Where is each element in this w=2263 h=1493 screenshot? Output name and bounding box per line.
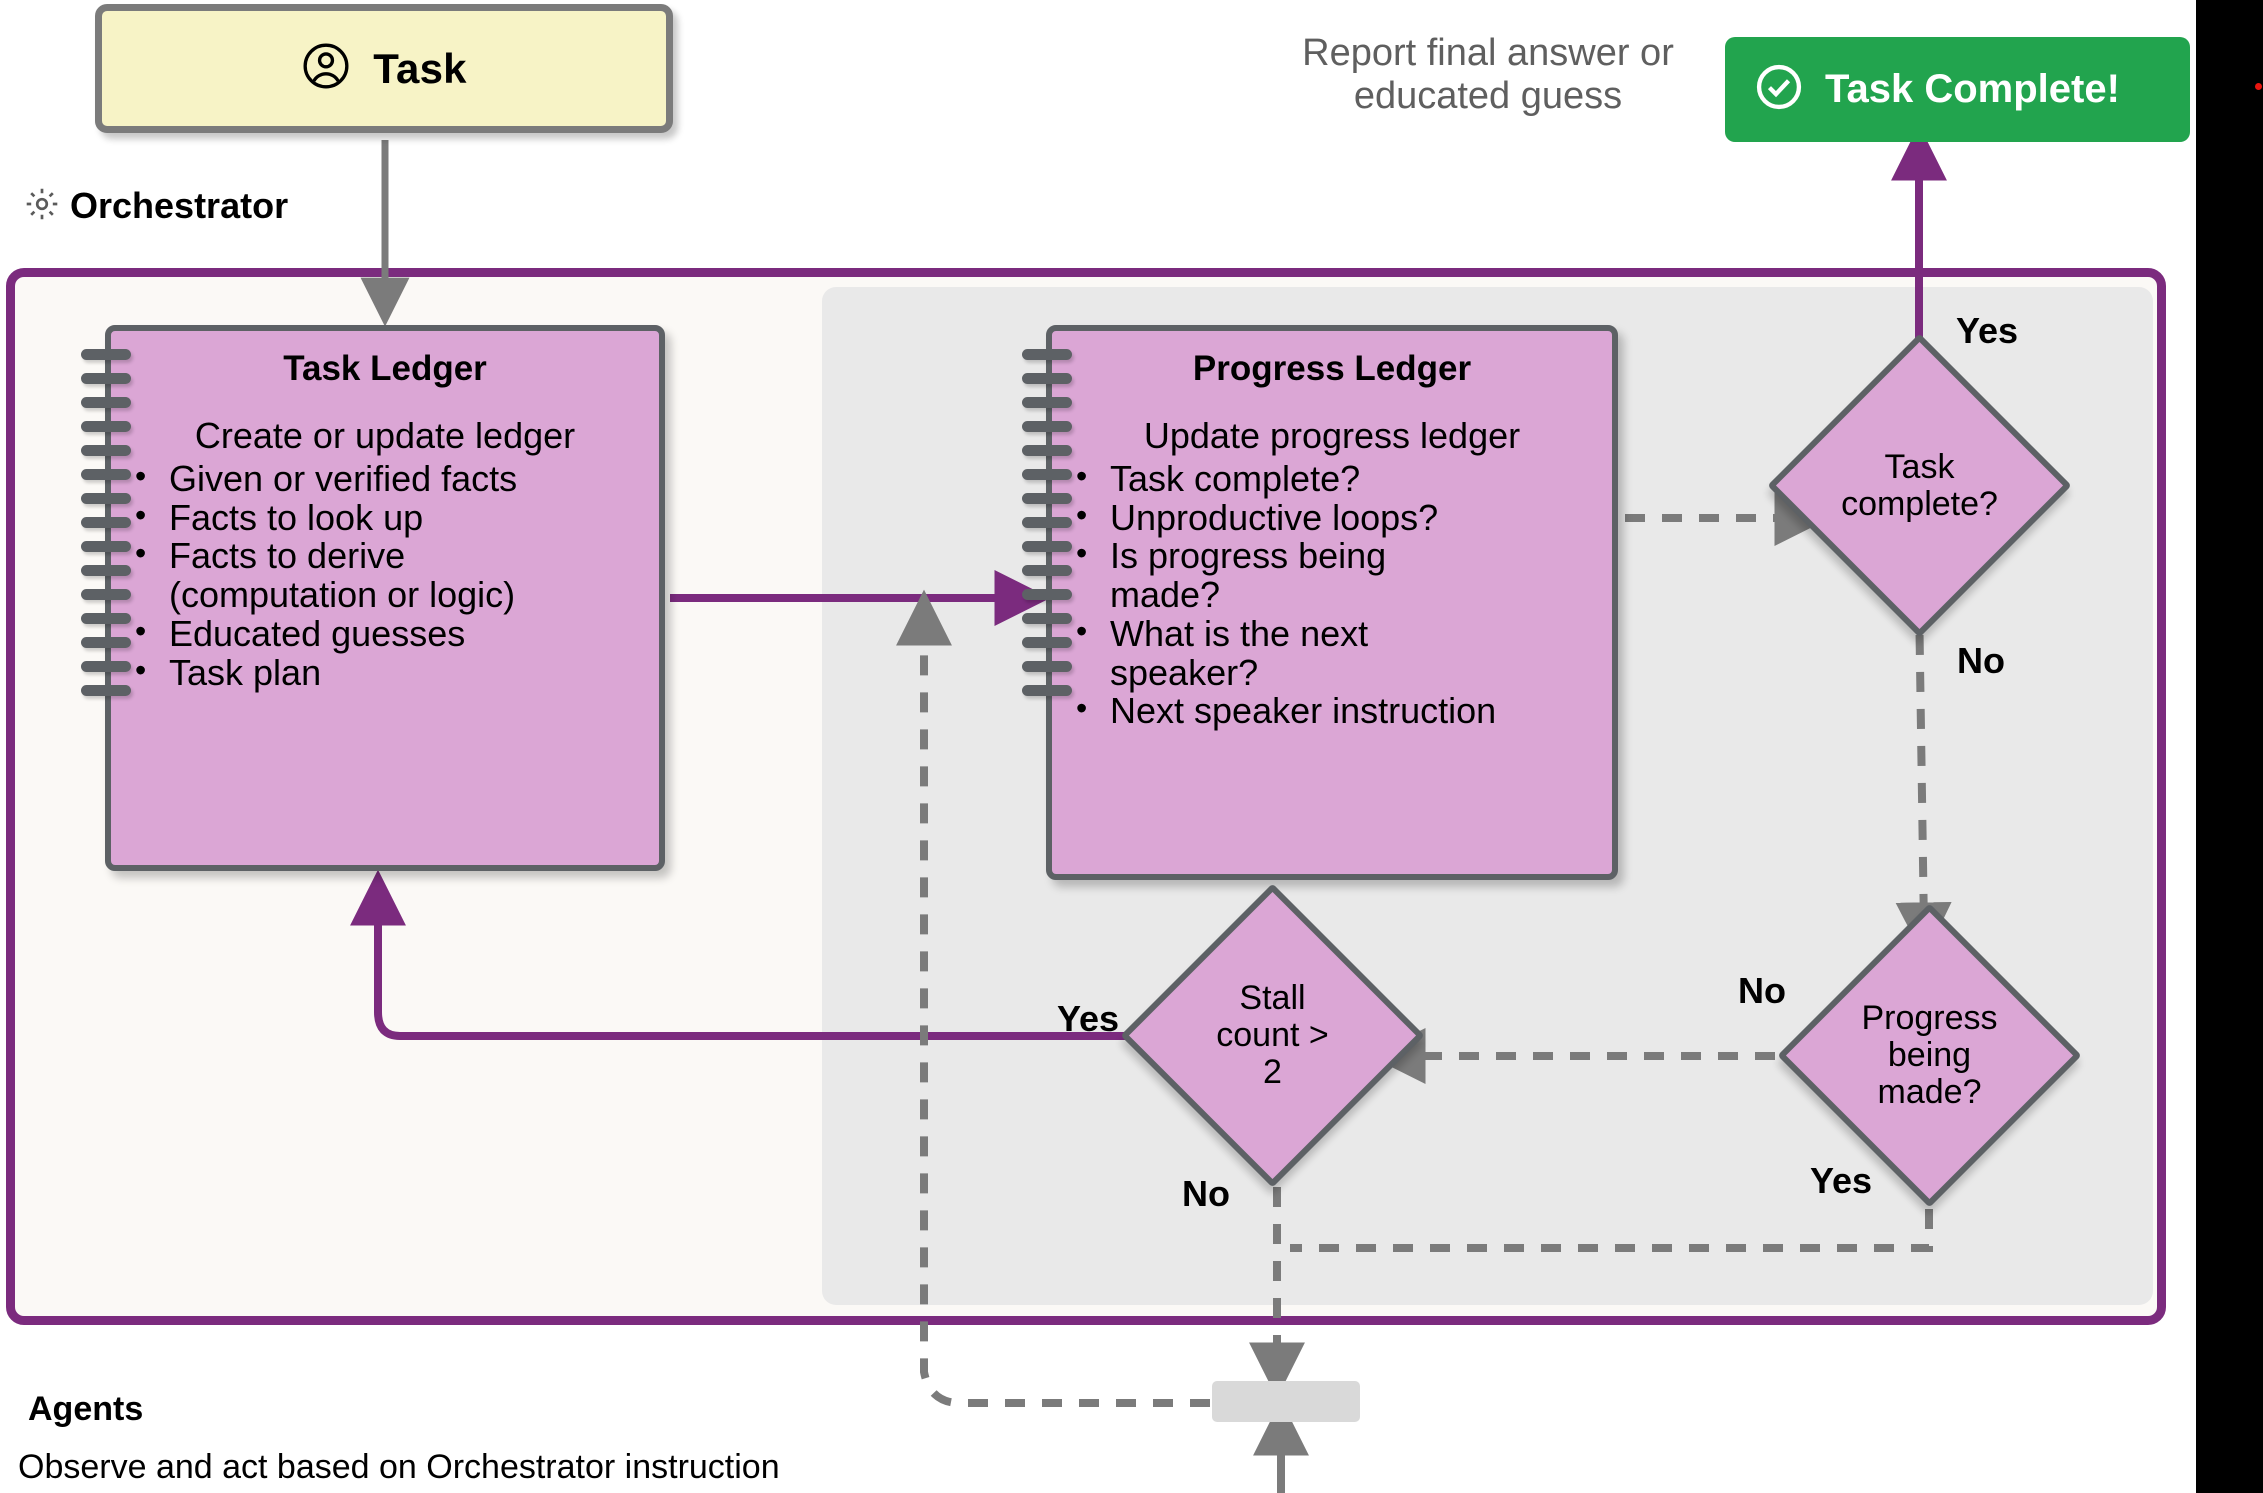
list-item: (computation or logic) xyxy=(169,574,516,616)
gear-icon xyxy=(24,186,60,227)
agents-title: Agents xyxy=(28,1390,144,1428)
edge-label-progress-made-yes: Yes xyxy=(1810,1160,1873,1201)
edge-label-stall-no: No xyxy=(1182,1173,1230,1214)
person-circle-icon xyxy=(301,41,351,96)
list-item: Unproductive loops? xyxy=(1076,499,1604,537)
list-item: Task complete? xyxy=(1076,460,1604,498)
progress-ledger-subtitle: Update progress ledger xyxy=(1143,415,1521,456)
task-ledger-title: Task Ledger xyxy=(283,349,487,388)
spiral-binding-icon xyxy=(1022,349,1072,856)
list-item: What is the next xyxy=(1076,615,1604,653)
list-item: Facts to derive xyxy=(135,537,651,575)
list-item: speaker? xyxy=(1110,651,1259,693)
task-card: Task xyxy=(95,4,673,133)
edge-label-progress-made-no: No xyxy=(1738,970,1786,1011)
list-item: made? xyxy=(1110,574,1221,616)
red-marker-dot xyxy=(2255,83,2262,90)
progress-ledger-card: Progress Ledger Update progress ledger T… xyxy=(1022,325,1618,880)
decision-task-complete-label: Task complete? xyxy=(1841,447,1998,523)
right-edge-strip xyxy=(2196,0,2263,1493)
task-ledger-list: Given or verified facts Facts to look up… xyxy=(111,460,659,692)
orchestrator-label: Orchestrator xyxy=(24,185,288,227)
edge-label-task-complete-no: No xyxy=(1957,640,2005,681)
check-circle-icon xyxy=(1753,61,1805,118)
orchestrator-label-text: Orchestrator xyxy=(70,185,289,226)
progress-ledger-title: Progress Ledger xyxy=(1192,349,1472,388)
task-complete-button[interactable]: Task Complete! xyxy=(1725,37,2190,142)
list-item: Is progress being xyxy=(1076,537,1604,575)
edge-label-task-complete-yes: Yes xyxy=(1956,310,2019,351)
list-item: Given or verified facts xyxy=(135,460,651,498)
progress-ledger-list: Task complete? Unproductive loops? Is pr… xyxy=(1052,460,1612,730)
spiral-binding-icon xyxy=(81,349,131,847)
decision-progress-made-label: Progress being made? xyxy=(1861,999,1998,1111)
agent-node xyxy=(1212,1381,1360,1422)
edge-label-stall-yes: Yes xyxy=(1057,998,1120,1039)
task-ledger-card: Task Ledger Create or update ledger Give… xyxy=(81,325,665,871)
list-item: Task plan xyxy=(135,654,651,692)
list-item: Next speaker instruction xyxy=(1076,692,1604,730)
report-caption: Report final answer or educated guess xyxy=(1302,32,1674,117)
decision-stall-count-label: Stall count > 2 xyxy=(1216,979,1329,1091)
decision-progress-made: Progress being made? xyxy=(1777,903,2082,1208)
decision-task-complete: Task complete? xyxy=(1767,333,2072,638)
task-card-label: Task xyxy=(373,44,467,92)
list-item: Educated guesses xyxy=(135,615,651,653)
list-item: Facts to look up xyxy=(135,499,651,537)
agents-subtitle: Observe and act based on Orchestrator in… xyxy=(18,1448,780,1486)
task-ledger-subtitle: Create or update ledger xyxy=(194,415,576,456)
task-complete-button-label: Task Complete! xyxy=(1825,67,2120,111)
decision-stall-count: Stall count > 2 xyxy=(1120,883,1425,1188)
